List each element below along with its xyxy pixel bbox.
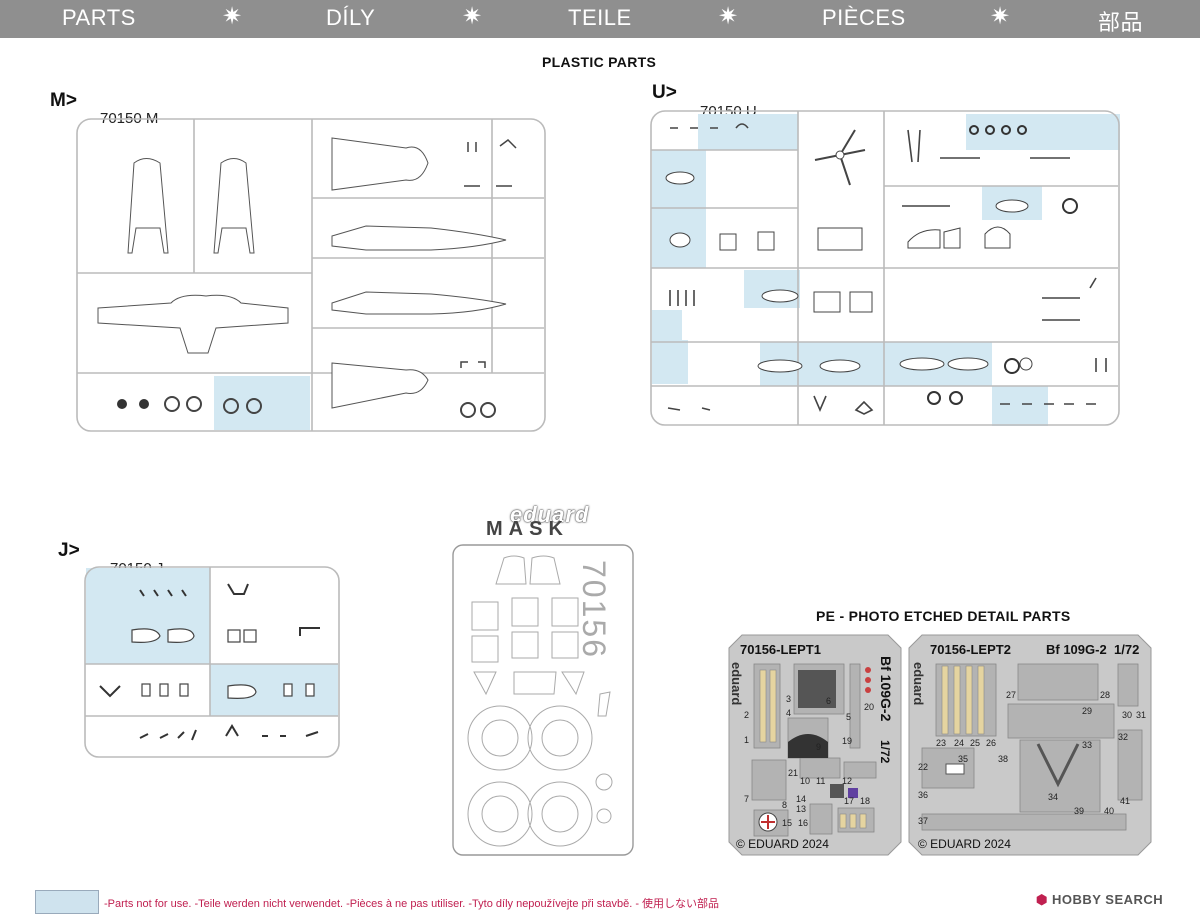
pe-fret1-model: Bf 109G-2 — [878, 656, 894, 722]
header-parts: PARTS — [62, 5, 136, 30]
header-pieces: PIÈCES — [822, 5, 906, 30]
pe-fret2-code: 70156-LEPT2 — [930, 642, 1011, 657]
pe-fret1-brand: eduard — [729, 662, 744, 706]
unused-parts-swatch — [35, 890, 99, 914]
sprue-u-letter: U> — [652, 82, 677, 103]
pe-fret2-brand: eduard — [911, 662, 926, 706]
pe-fret-2 — [908, 634, 1152, 856]
sprue-m-drawing — [76, 118, 546, 432]
pe-fret-1 — [728, 634, 902, 856]
sprue-m-letter: M> — [50, 90, 77, 111]
unused-parts-note: -Parts not for use. -Teile werden nicht … — [104, 898, 720, 910]
pe-fret2-model: Bf 109G-2 — [1046, 642, 1107, 657]
pe-title: PE - PHOTO ETCHED DETAIL PARTS — [816, 608, 1071, 624]
pe-fret1-copyright: © EDUARD 2024 — [736, 837, 829, 851]
sprue-u-drawing — [650, 110, 1120, 426]
star-icon: ✷ — [462, 3, 483, 30]
mask-word: MASK — [486, 518, 569, 540]
star-icon: ✷ — [718, 3, 739, 30]
sprue-j-drawing — [84, 566, 340, 758]
hobby-search-logo-icon: ⬢ — [1036, 892, 1052, 907]
mask-sheet — [452, 544, 634, 856]
pe-fret1-code: 70156-LEPT1 — [740, 642, 821, 657]
mask-brand: eduard — [510, 502, 590, 527]
pe-fret1-scale: 1/72 — [878, 740, 892, 764]
pe-fret2-scale: 1/72 — [1114, 642, 1140, 657]
header-teile: TEILE — [568, 5, 632, 30]
star-icon: ✷ — [990, 3, 1011, 30]
watermark: ⬢ HOBBY SEARCH — [1036, 892, 1164, 907]
pe-fret2-copyright: © EDUARD 2024 — [918, 837, 1011, 851]
header-bar: PARTS ✷ DÍLY ✷ TEILE ✷ PIÈCES ✷ 部品 — [0, 0, 1200, 38]
star-icon: ✷ — [222, 3, 243, 30]
header-buhin: 部品 — [1098, 10, 1144, 35]
sprue-j-letter: J> — [58, 540, 80, 561]
plastic-parts-title: PLASTIC PARTS — [542, 54, 657, 70]
mask-number: 70156 — [576, 560, 612, 659]
header-dily: DÍLY — [326, 5, 376, 30]
